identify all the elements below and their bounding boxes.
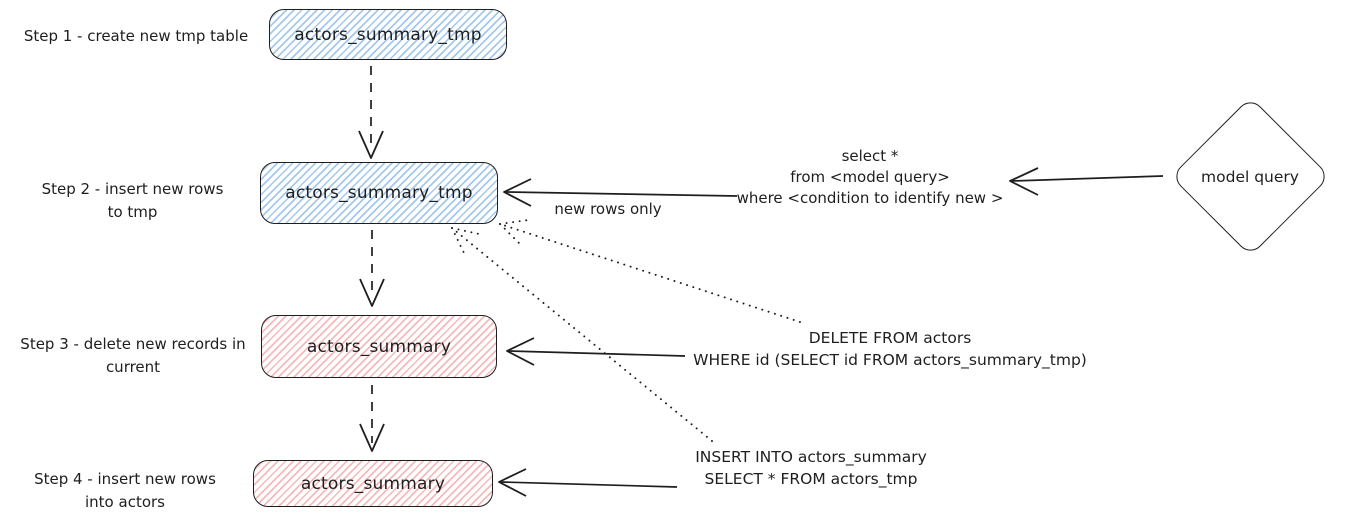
insert-sql-annotation: INSERT INTO actors_summary SELECT * FROM… — [695, 448, 927, 488]
step-3-label: Step 3 - delete new records in current — [20, 335, 246, 376]
arrow-step2-to-step3 — [359, 230, 385, 307]
step-3-table-box: actors_summary — [261, 315, 497, 378]
table-name-label: actors_summary_tmp — [285, 183, 473, 203]
step-2-label: Step 2 - insert new rows to tmp — [41, 180, 224, 221]
step-4-table-box: actors_summary — [253, 460, 493, 507]
new-rows-only-label: new rows only — [554, 200, 662, 218]
delete-sql-annotation: DELETE FROM actors WHERE id (SELECT id F… — [693, 329, 1087, 369]
table-name-label: actors_summary — [306, 336, 452, 357]
model-query-sql-annotation: select * from <model query> where <condi… — [736, 147, 1004, 207]
dotted-ref-delete-sql-to-step2 — [499, 219, 801, 323]
arrow-model-query-to-sql — [1009, 167, 1164, 196]
table-name-label: actors_summary_tmp — [294, 24, 482, 45]
arrow-sql-to-step2-box — [503, 178, 738, 207]
arrow-step1-to-step2 — [358, 66, 384, 159]
arrow-delete-sql-to-step3-box — [506, 337, 686, 366]
dotted-ref-insert-sql-to-step2 — [451, 227, 713, 442]
table-name-label: actors_summary — [300, 473, 446, 494]
arrow-insert-sql-to-step4-box — [498, 468, 678, 497]
step-1-label: Step 1 - create new tmp table — [23, 27, 249, 45]
arrow-step3-to-step4 — [359, 385, 385, 452]
model-query-diamond-label: model query — [1201, 168, 1299, 186]
step-4-label: Step 4 - insert new rows into actors — [34, 470, 216, 511]
step-1-table-box: actors_summary_tmp — [269, 9, 507, 60]
step-2-table-box: actors_summary_tmp — [260, 162, 498, 224]
